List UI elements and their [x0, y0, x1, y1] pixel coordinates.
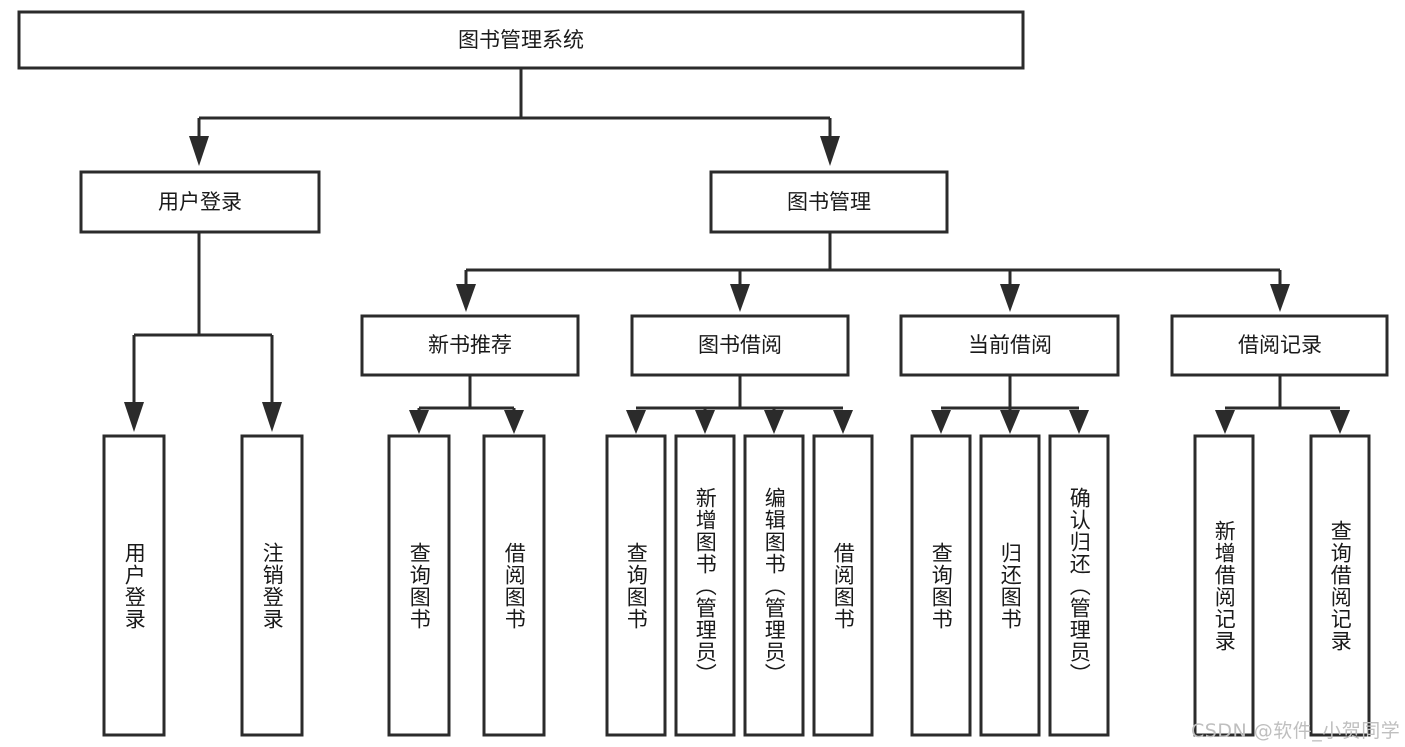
node-book-borrow[interactable]: 图书借阅 [630, 314, 850, 377]
connector-group-book-borrow [626, 375, 853, 434]
node-user-login-box[interactable] [79, 170, 321, 234]
arrow-head-borrow-record [1270, 284, 1290, 312]
arrow-head-leaf-add-record [1215, 410, 1235, 434]
arrow-head-leaf-add-book [695, 410, 715, 434]
node-user-login[interactable]: 用户登录 [79, 170, 321, 234]
connector-group-current-borrow [931, 375, 1089, 434]
node-current-borrow[interactable]: 当前借阅 [899, 314, 1120, 377]
node-book-borrow-label: 图书借阅 [698, 333, 782, 357]
node-book-manage[interactable]: 图书管理 [709, 170, 949, 234]
connector-group-user-login [124, 232, 282, 432]
node-leaf-user-logout-box[interactable] [240, 434, 304, 737]
arrow-head-new-book-recommend [456, 284, 476, 312]
node-book-manage-box[interactable] [709, 170, 949, 234]
arrow-head-leaf-query-book-1 [409, 410, 429, 434]
node-new-book-recommend-box[interactable] [360, 314, 580, 377]
node-leaf-edit-book-box[interactable] [743, 434, 805, 737]
arrow-head-leaf-borrow-book-2 [833, 410, 853, 434]
node-borrow-record[interactable]: 借阅记录 [1170, 314, 1389, 377]
watermark-text: CSDN @软件_小贺同学 [1191, 720, 1401, 742]
node-leaf-confirm-return-box[interactable] [1048, 434, 1110, 737]
node-leaf-query-record-box[interactable] [1309, 434, 1371, 737]
node-leaf-query-book-3-box[interactable] [910, 434, 972, 737]
arrow-head-book-borrow [730, 284, 750, 312]
arrow-head-leaf-query-record [1330, 410, 1350, 434]
node-leaf-borrow-book-1-box[interactable] [482, 434, 546, 737]
node-borrow-record-label: 借阅记录 [1238, 333, 1322, 357]
node-leaf-user-login-box[interactable] [102, 434, 166, 737]
node-borrow-record-box[interactable] [1170, 314, 1389, 377]
arrow-head-leaf-user-logout [262, 402, 282, 432]
arrow-head-leaf-confirm-return [1069, 410, 1089, 434]
node-new-book-recommend-label: 新书推荐 [428, 333, 512, 357]
node-leaf-add-record-box[interactable] [1193, 434, 1255, 737]
node-leaf-return-book-box[interactable] [979, 434, 1041, 737]
connector-group-new-book-recommend [409, 375, 524, 434]
arrow-head-leaf-query-book-3 [931, 410, 951, 434]
node-leaf-query-book-2-box[interactable] [605, 434, 667, 737]
node-root[interactable]: 图书管理系统 [17, 10, 1025, 70]
node-root-label: 图书管理系统 [458, 28, 584, 52]
arrow-head-leaf-borrow-book-1 [504, 410, 524, 434]
connector-group-book-manage [456, 232, 1290, 312]
arrow-head-leaf-query-book-2 [626, 410, 646, 434]
node-root-box[interactable] [17, 10, 1025, 70]
connector-group-borrow-record [1215, 375, 1350, 434]
arrow-head-user-login [189, 136, 209, 166]
arrow-head-current-borrow [1000, 284, 1020, 312]
node-book-borrow-box[interactable] [630, 314, 850, 377]
node-current-borrow-label: 当前借阅 [968, 333, 1052, 357]
node-leaf-query-book-1-box[interactable] [387, 434, 451, 737]
arrow-head-leaf-edit-book [764, 410, 784, 434]
node-current-borrow-box[interactable] [899, 314, 1120, 377]
arrow-head-book-manage [820, 136, 840, 166]
node-leaf-add-book-box[interactable] [674, 434, 736, 737]
node-leaf-borrow-book-2-box[interactable] [812, 434, 874, 737]
arrow-head-leaf-user-login [124, 402, 144, 432]
connector-group-root [189, 68, 840, 166]
node-book-manage-label: 图书管理 [787, 190, 871, 214]
node-new-book-recommend[interactable]: 新书推荐 [360, 314, 580, 377]
arrow-head-leaf-return-book [1000, 410, 1020, 434]
node-user-login-label: 用户登录 [158, 190, 242, 214]
